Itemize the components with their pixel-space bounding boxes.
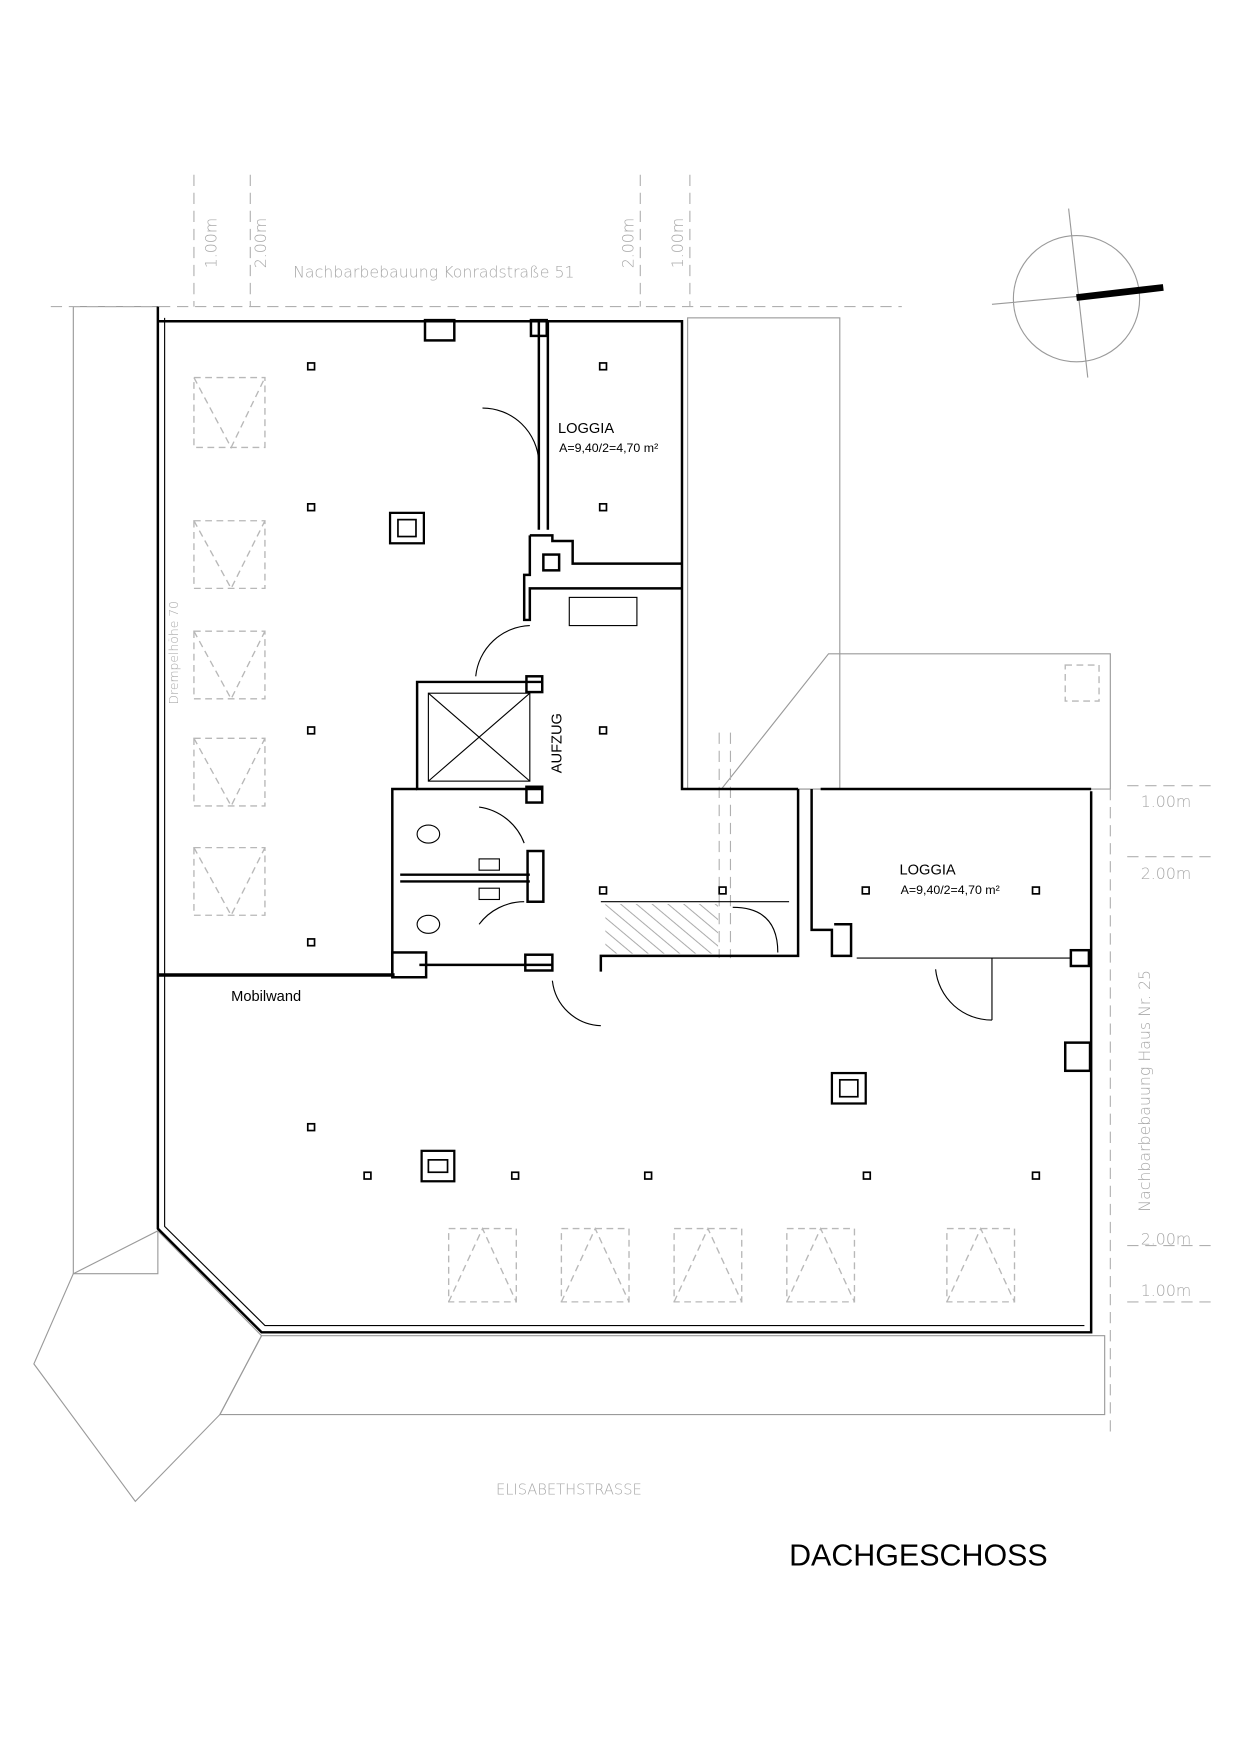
loggia-top-name: LOGGIA xyxy=(558,421,614,437)
doors xyxy=(475,407,993,1027)
dim-top-right-outer: 1.00m xyxy=(668,218,687,268)
dim-top-left-inner: 2.00m xyxy=(251,218,270,268)
fixtures xyxy=(416,596,638,934)
drawing-title: DACHGESCHOSS xyxy=(789,1539,1048,1573)
toilet-icon xyxy=(416,914,441,934)
loggia-right-area: A=9,40/2=4,70 m² xyxy=(901,883,1000,897)
dim-top-right-inner: 2.00m xyxy=(619,218,638,268)
street-label: ELISABETHSTRASSE xyxy=(496,1482,642,1499)
neighbor-top-label: Nachbarbebauung Konradstraße 51 xyxy=(293,262,574,281)
sink-icon xyxy=(568,596,638,627)
staircase xyxy=(605,903,779,954)
neighbor-right-label: Nachbarbebauung Haus Nr. 25 xyxy=(1135,970,1154,1212)
dim-right-bottom-outer: 1.00m xyxy=(1141,1281,1191,1300)
knee-wall-label: Drempelhöhe 70 xyxy=(166,601,181,704)
toilet-icon xyxy=(416,824,441,844)
north-arrow-icon xyxy=(991,208,1164,378)
elevator-label: AUFZUG xyxy=(549,713,565,773)
dim-right-top-inner: 2.00m xyxy=(1141,864,1191,883)
dim-right-top-outer: 1.00m xyxy=(1141,792,1191,811)
mobile-wall-label: Mobilwand xyxy=(231,989,301,1005)
loggia-right-name: LOGGIA xyxy=(900,863,956,879)
loggia-top-area: A=9,40/2=4,70 m² xyxy=(559,441,658,455)
dim-right-bottom-inner: 2.00m xyxy=(1141,1229,1191,1248)
boundary-lines xyxy=(50,174,1212,1432)
columns xyxy=(306,362,1041,1183)
dim-top-left-outer: 1.00m xyxy=(201,218,220,268)
skylights xyxy=(193,376,1100,1303)
roof-areas xyxy=(33,306,1111,1503)
walls xyxy=(156,306,1093,1334)
